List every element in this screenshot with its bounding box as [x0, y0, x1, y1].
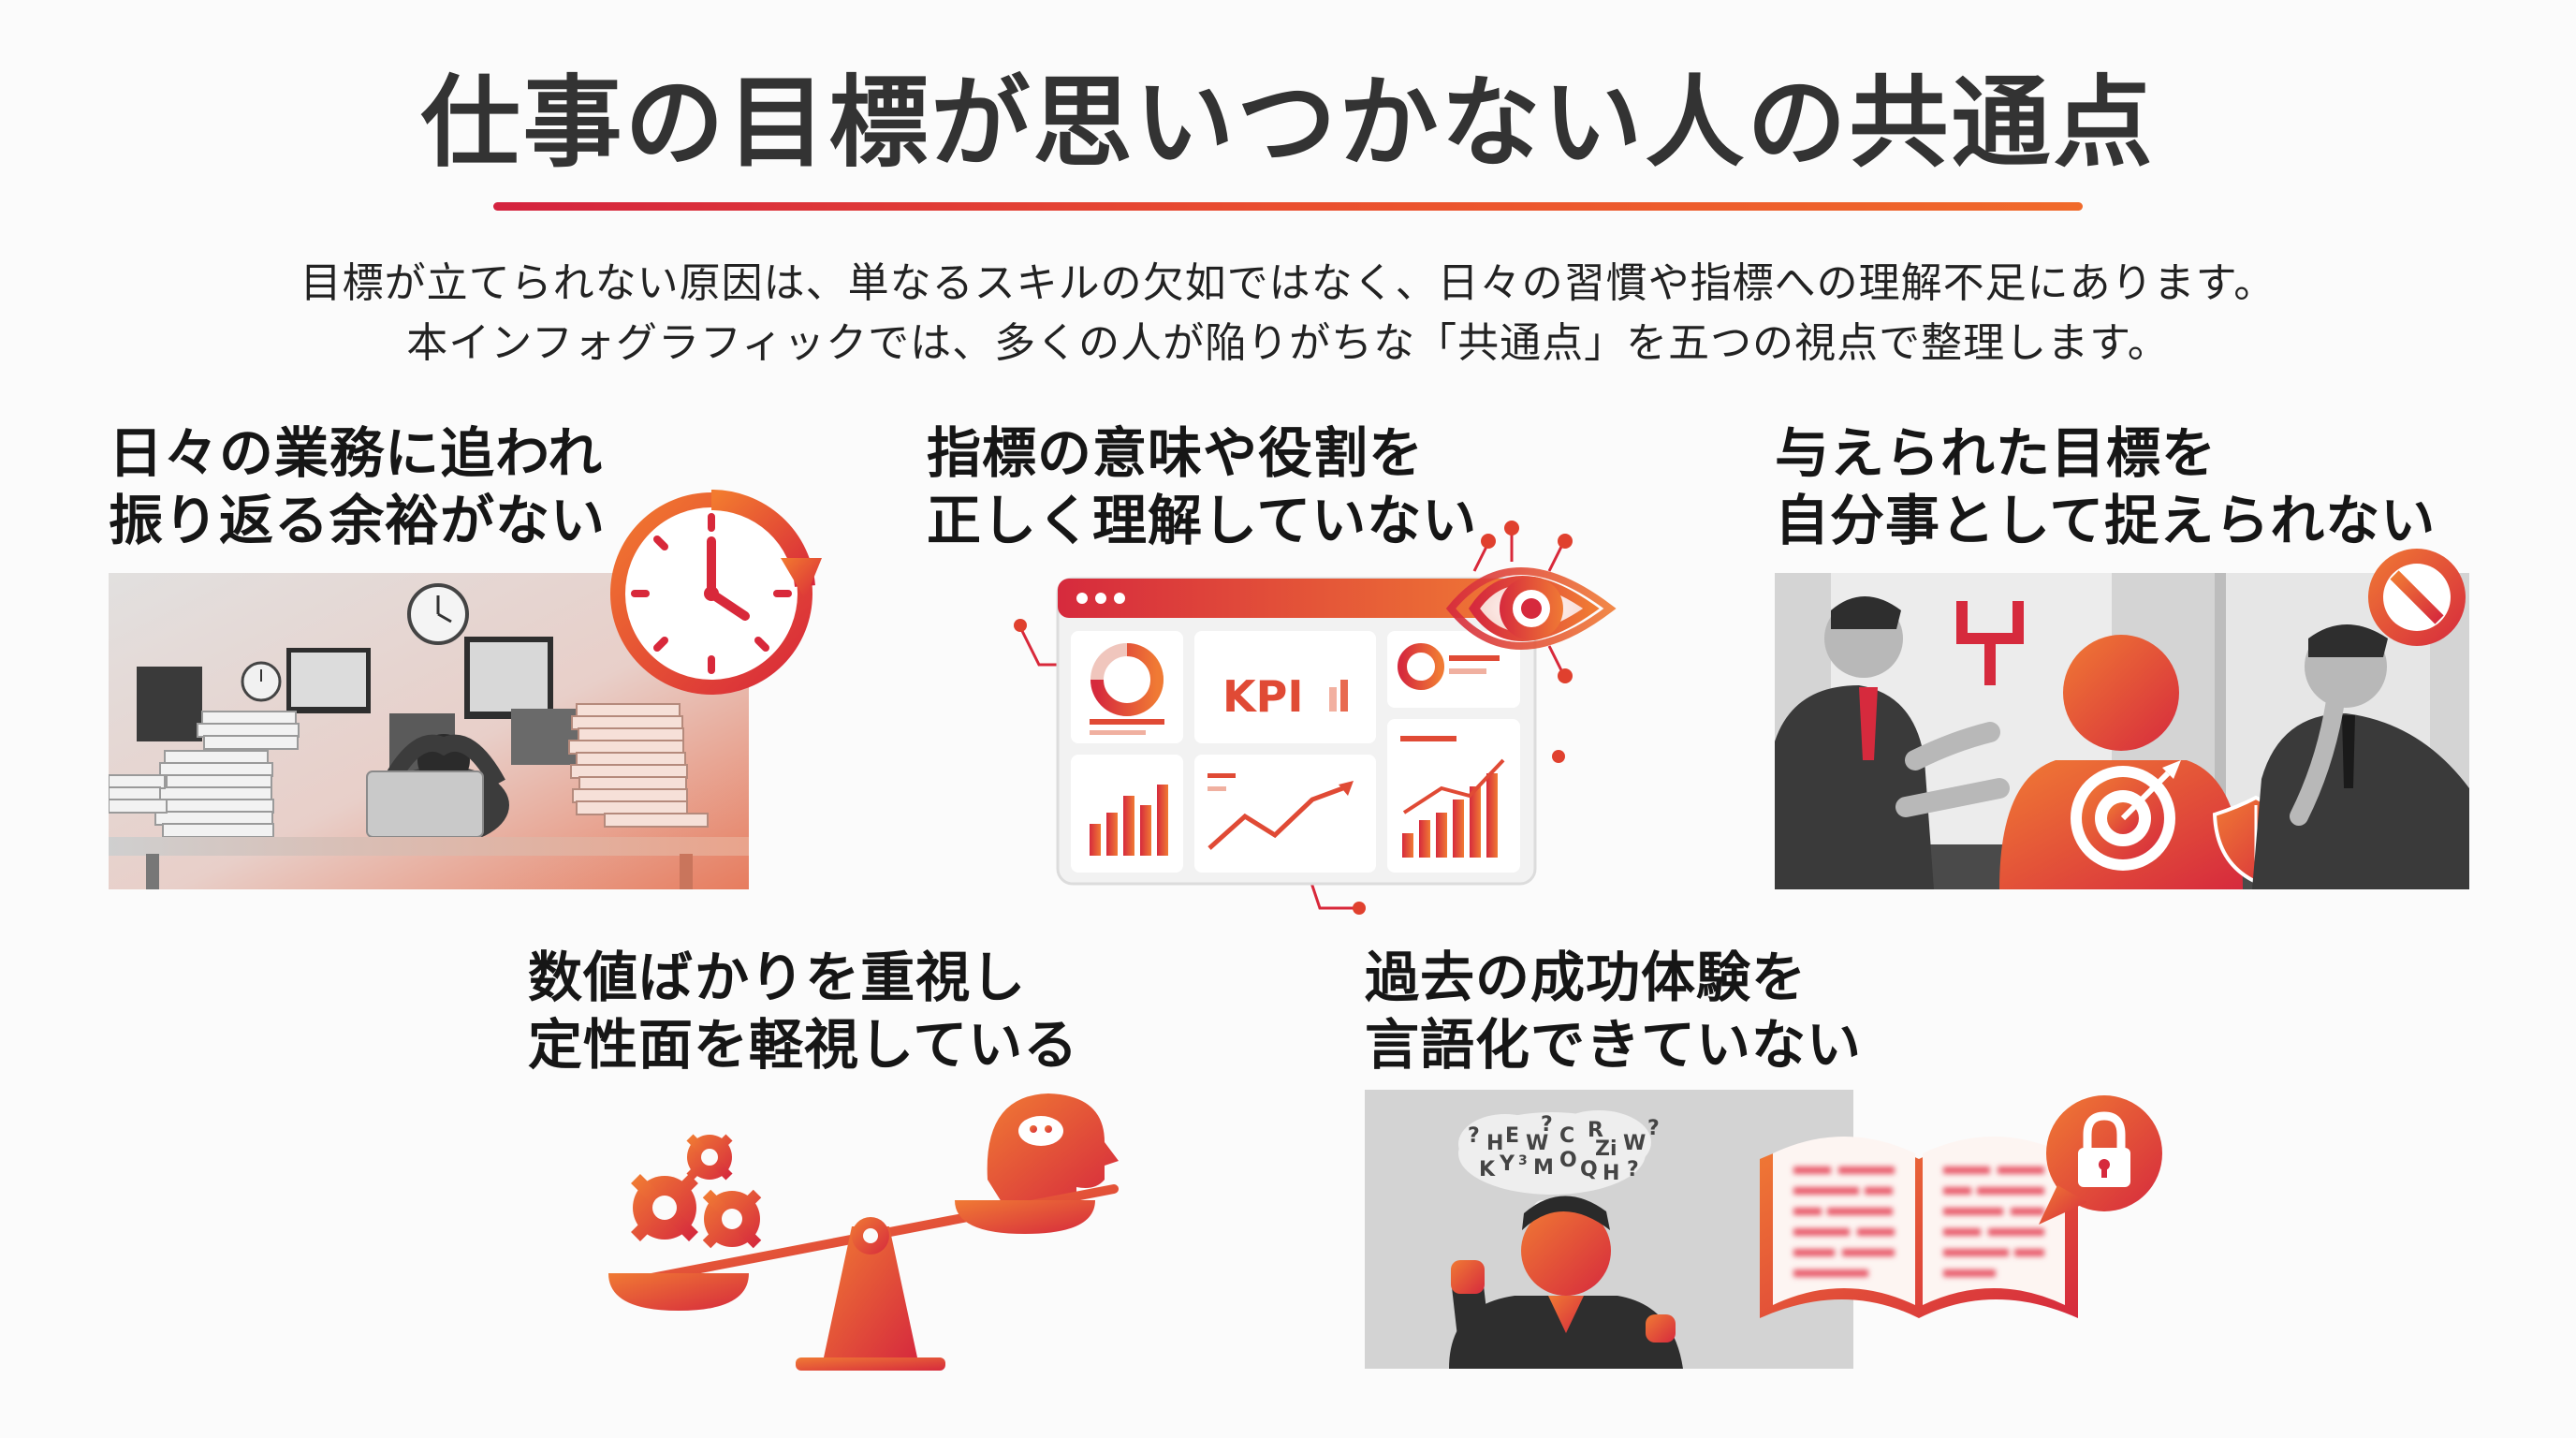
kpi-dashboard-illustration: KPI: [1014, 521, 1617, 915]
intro-line-1: 目標が立てられない原因は、単なるスキルの欠如ではなく、日々の習慣や指標への理解不…: [300, 259, 2276, 307]
thought-letter: ?: [1541, 1113, 1553, 1137]
thought-letter: 3: [1518, 1153, 1528, 1168]
point-2-caption: 指標の意味や役割を 正しく理解していない: [927, 419, 1477, 554]
thought-letter: i: [1610, 1137, 1617, 1161]
thought-letter: W: [1526, 1132, 1548, 1155]
thought-letter: Q: [1580, 1158, 1598, 1181]
point-2-line-1: 指標の意味や役割を: [927, 421, 1425, 485]
point-5-line-2: 言語化できていない: [1365, 1013, 1863, 1077]
point-5-line-1: 過去の成功体験を: [1365, 946, 1808, 1009]
thought-letter: K: [1479, 1158, 1496, 1181]
thought-letter: H: [1486, 1132, 1503, 1155]
title-underline: [493, 202, 2083, 211]
padlock-icon: [2039, 1095, 2162, 1225]
meeting-illustration: [1775, 573, 2469, 889]
point-3-caption: 与えられた目標を 自分事として捉えられない: [1775, 419, 2436, 554]
point-1-line-1: 日々の業務に追われ: [109, 421, 604, 485]
thought-letter: ?: [1468, 1124, 1480, 1148]
thought-letter: ?: [1647, 1117, 1660, 1140]
thought-letter: Y: [1499, 1152, 1515, 1176]
thought-letter: R: [1588, 1119, 1603, 1142]
kpi-label: KPI: [1222, 671, 1303, 722]
page-title: 仕事の目標が思いつかない人の共通点: [420, 66, 2156, 181]
thought-letter: ?: [1627, 1158, 1639, 1181]
thought-letter: W: [1623, 1132, 1646, 1155]
point-3-line-1: 与えられた目標を: [1775, 421, 2217, 485]
point-1-caption: 日々の業務に追われ 振り返る余裕がない: [109, 419, 606, 554]
point-1-line-2: 振り返る余裕がない: [109, 489, 607, 552]
confused-person-illustration: ? H E W ? C R Z i W ? K Y 3 M O Q H ?: [1365, 1090, 1853, 1369]
point-3-line-2: 自分事として捉えられない: [1775, 489, 2437, 552]
thought-letter: Z: [1595, 1137, 1610, 1161]
no-entry-icon: [2368, 549, 2466, 646]
intro-line-2: 本インフォグラフィックでは、多くの人が陥りがちな「共通点」を五つの視点で整理しま…: [406, 319, 2170, 367]
clock-refresh-icon: [610, 489, 822, 695]
head-idea-icon: [987, 1093, 1119, 1202]
gear-icon: [623, 1129, 768, 1255]
balance-scale-illustration: [608, 1093, 1119, 1371]
book-icon: [1760, 1137, 2078, 1318]
thought-letter: O: [1559, 1149, 1577, 1172]
point-4-caption: 数値ばかりを重視し 定性面を軽視している: [528, 944, 1078, 1078]
thought-letter: M: [1533, 1156, 1554, 1180]
thought-letter: E: [1505, 1124, 1519, 1148]
point-4-line-1: 数値ばかりを重視し: [528, 946, 1027, 1009]
thought-letter: C: [1559, 1124, 1574, 1148]
point-5-caption: 過去の成功体験を 言語化できていない: [1365, 944, 1862, 1078]
point-2-line-2: 正しく理解していない: [927, 489, 1478, 552]
point-4-line-2: 定性面を軽視している: [528, 1013, 1079, 1077]
thought-letter: H: [1603, 1162, 1619, 1185]
eye-icon: [1445, 567, 1617, 650]
target-icon: [2071, 760, 2181, 871]
